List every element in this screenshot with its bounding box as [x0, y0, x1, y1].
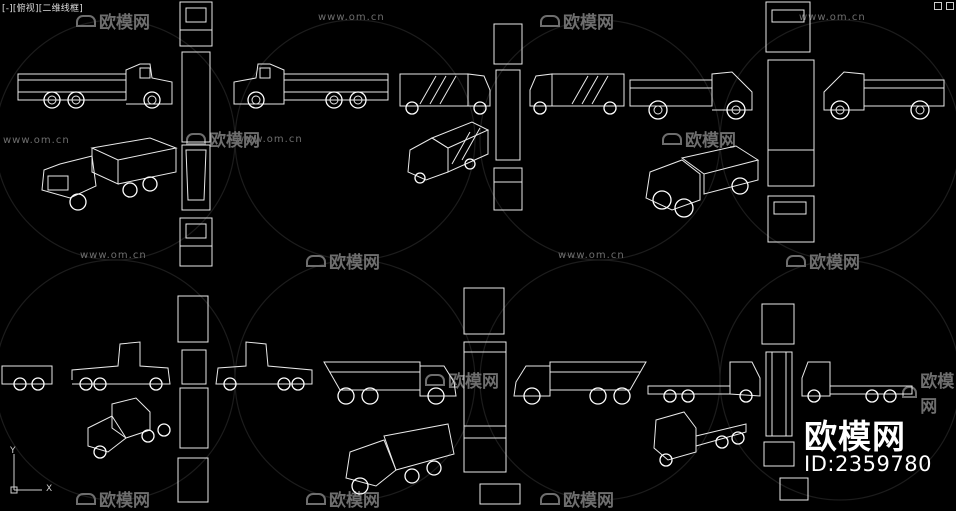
box-truck-side-right — [529, 73, 625, 115]
dump-truck-side-left — [323, 361, 457, 405]
dump-truck-perspective — [345, 423, 455, 495]
watermark-logo: 欧模网 — [540, 8, 614, 33]
dump-truck-top — [463, 287, 521, 505]
semi-tractor-side-right — [215, 341, 313, 391]
watermark-logo: 欧模网 — [902, 367, 956, 417]
chassis-cab-perspective — [653, 411, 747, 467]
sofa-icon — [902, 386, 918, 398]
watermark-logo: 欧模网 — [306, 248, 380, 273]
military-truck-side-right — [823, 71, 945, 120]
box-truck-top — [493, 23, 523, 211]
watermark-url: www.om.cn — [236, 134, 303, 145]
watermark-url: www.om.cn — [80, 250, 147, 261]
watermark-logo: 欧模网 — [425, 367, 499, 392]
watermark-url: www.om.cn — [318, 12, 385, 23]
military-truck-top — [765, 1, 815, 243]
watermark-url: www.om.cn — [558, 250, 625, 261]
ucs-axes-icon — [10, 454, 42, 494]
minimize-icon[interactable] — [934, 2, 942, 10]
sofa-icon — [540, 492, 560, 505]
watermark-url: www.om.cn — [3, 135, 70, 146]
military-truck-perspective — [645, 145, 760, 218]
ucs-x-label: X — [46, 484, 53, 494]
semi-tractor-side-left — [71, 341, 171, 391]
chassis-cab-side-left — [647, 361, 761, 403]
brand-logo-text: 欧模网 — [804, 417, 906, 456]
sofa-icon — [186, 132, 206, 145]
sofa-icon — [76, 492, 96, 505]
watermark-url: www.om.cn — [799, 12, 866, 23]
sofa-icon — [540, 14, 560, 27]
chassis-cab-top — [761, 303, 809, 501]
sofa-icon — [662, 132, 682, 145]
flatbed-truck-perspective — [41, 137, 178, 211]
chassis-cab-side-right — [801, 361, 913, 403]
ucs-y-label: Y — [10, 446, 16, 456]
watermark-logo: 欧模网 — [76, 8, 150, 33]
sofa-icon — [306, 254, 326, 267]
military-truck-side-left — [629, 71, 753, 120]
box-truck-side-left — [399, 73, 491, 115]
sofa-icon — [425, 373, 445, 386]
flatbed-truck-top — [179, 1, 213, 267]
model-id: ID:2359780 — [804, 452, 932, 476]
watermark-logo: 欧模网 — [186, 126, 260, 151]
sofa-icon — [786, 254, 806, 267]
semi-tractor-perspective — [87, 397, 171, 459]
watermark-logo: 欧模网 — [786, 248, 860, 273]
semi-tractor-top — [177, 295, 209, 503]
restore-icon[interactable] — [946, 2, 954, 10]
viewport-label[interactable]: [-][俯视][二维线框] — [2, 4, 83, 14]
dump-truck-side-right — [513, 361, 647, 405]
watermark-logo: 欧模网 — [662, 126, 736, 151]
semi-tractor-partial-left — [1, 365, 53, 391]
flatbed-truck-side-right — [233, 63, 389, 109]
box-truck-perspective — [407, 121, 490, 184]
flatbed-truck-side-left — [17, 63, 173, 109]
sofa-icon — [76, 14, 96, 27]
sofa-icon — [306, 492, 326, 505]
